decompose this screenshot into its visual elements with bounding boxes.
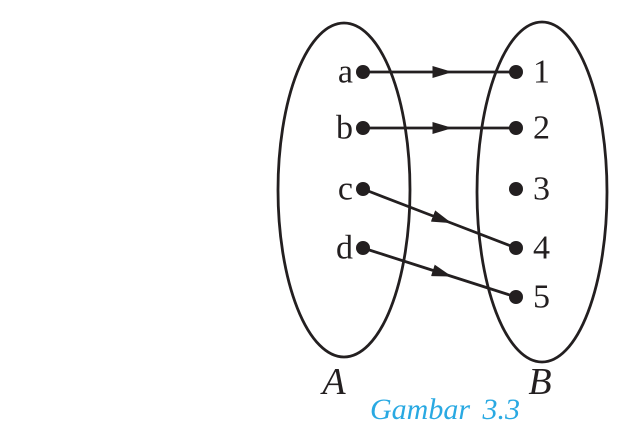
element-label-2: 2 (533, 110, 550, 147)
element-label-4: 4 (533, 230, 550, 267)
element-label-1: 1 (533, 54, 550, 91)
element-dot-5 (509, 290, 523, 304)
element-dot-b (356, 121, 370, 135)
element-dot-1 (509, 65, 523, 79)
set-A-label: A (319, 361, 346, 403)
set-B-label: B (528, 361, 551, 403)
element-label-b: b (336, 110, 353, 147)
set-A-ellipse (276, 21, 412, 359)
set-B-ellipse (475, 20, 609, 364)
element-label-5: 5 (533, 279, 550, 316)
element-dot-d (356, 241, 370, 255)
mapping-arrow-c-4 (362, 187, 517, 250)
mapping-arrow-d-5 (362, 246, 517, 299)
figure-caption: Gambar 3.3 (370, 393, 520, 426)
element-label-d: d (336, 230, 353, 267)
element-dot-a (356, 65, 370, 79)
element-dot-2 (509, 121, 523, 135)
element-dot-c (356, 182, 370, 196)
element-dot-4 (509, 241, 523, 255)
mapping-arrows-layer (362, 66, 517, 299)
element-label-a: a (338, 54, 353, 91)
element-label-c: c (338, 171, 353, 208)
element-label-3: 3 (533, 171, 550, 208)
element-dot-3 (509, 182, 523, 196)
